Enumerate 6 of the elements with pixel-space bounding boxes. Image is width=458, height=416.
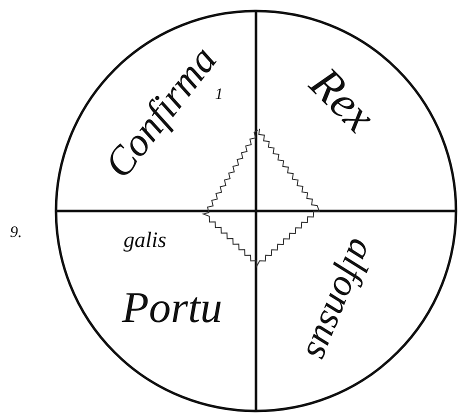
figure-number: 9. xyxy=(10,225,22,241)
inscription-word: Rex xyxy=(301,59,383,141)
inscription-word: alfonsus xyxy=(298,234,382,366)
inscription-word: Portu xyxy=(122,286,222,330)
inscription-word: galis xyxy=(124,229,166,251)
numeral: 1 xyxy=(215,87,223,103)
